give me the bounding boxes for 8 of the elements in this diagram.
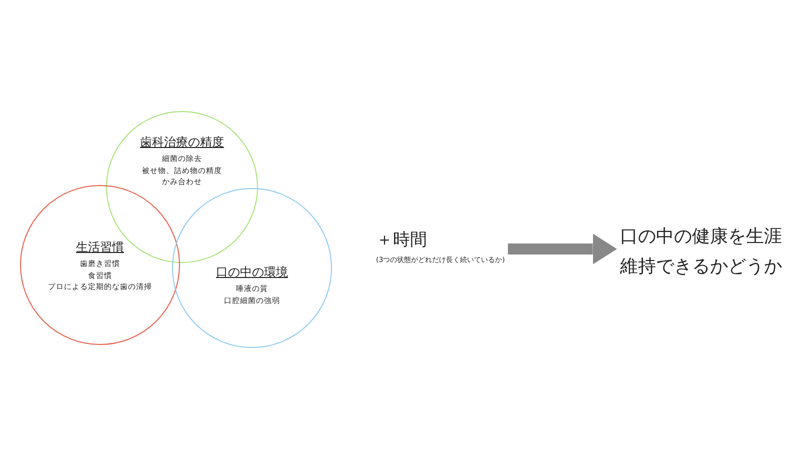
circle-heading: 歯科治療の精度 — [139, 134, 225, 151]
venn-circle — [20, 185, 180, 345]
time-label: ＋時間 — [376, 229, 427, 251]
venn-circle — [172, 188, 332, 348]
result-text: 口の中の健康を生涯維持できるかどうか — [620, 225, 783, 279]
arrow — [508, 234, 617, 264]
circle-heading: 生活習慣 — [75, 239, 125, 256]
circle-heading: 口の中の環境 — [215, 264, 289, 281]
